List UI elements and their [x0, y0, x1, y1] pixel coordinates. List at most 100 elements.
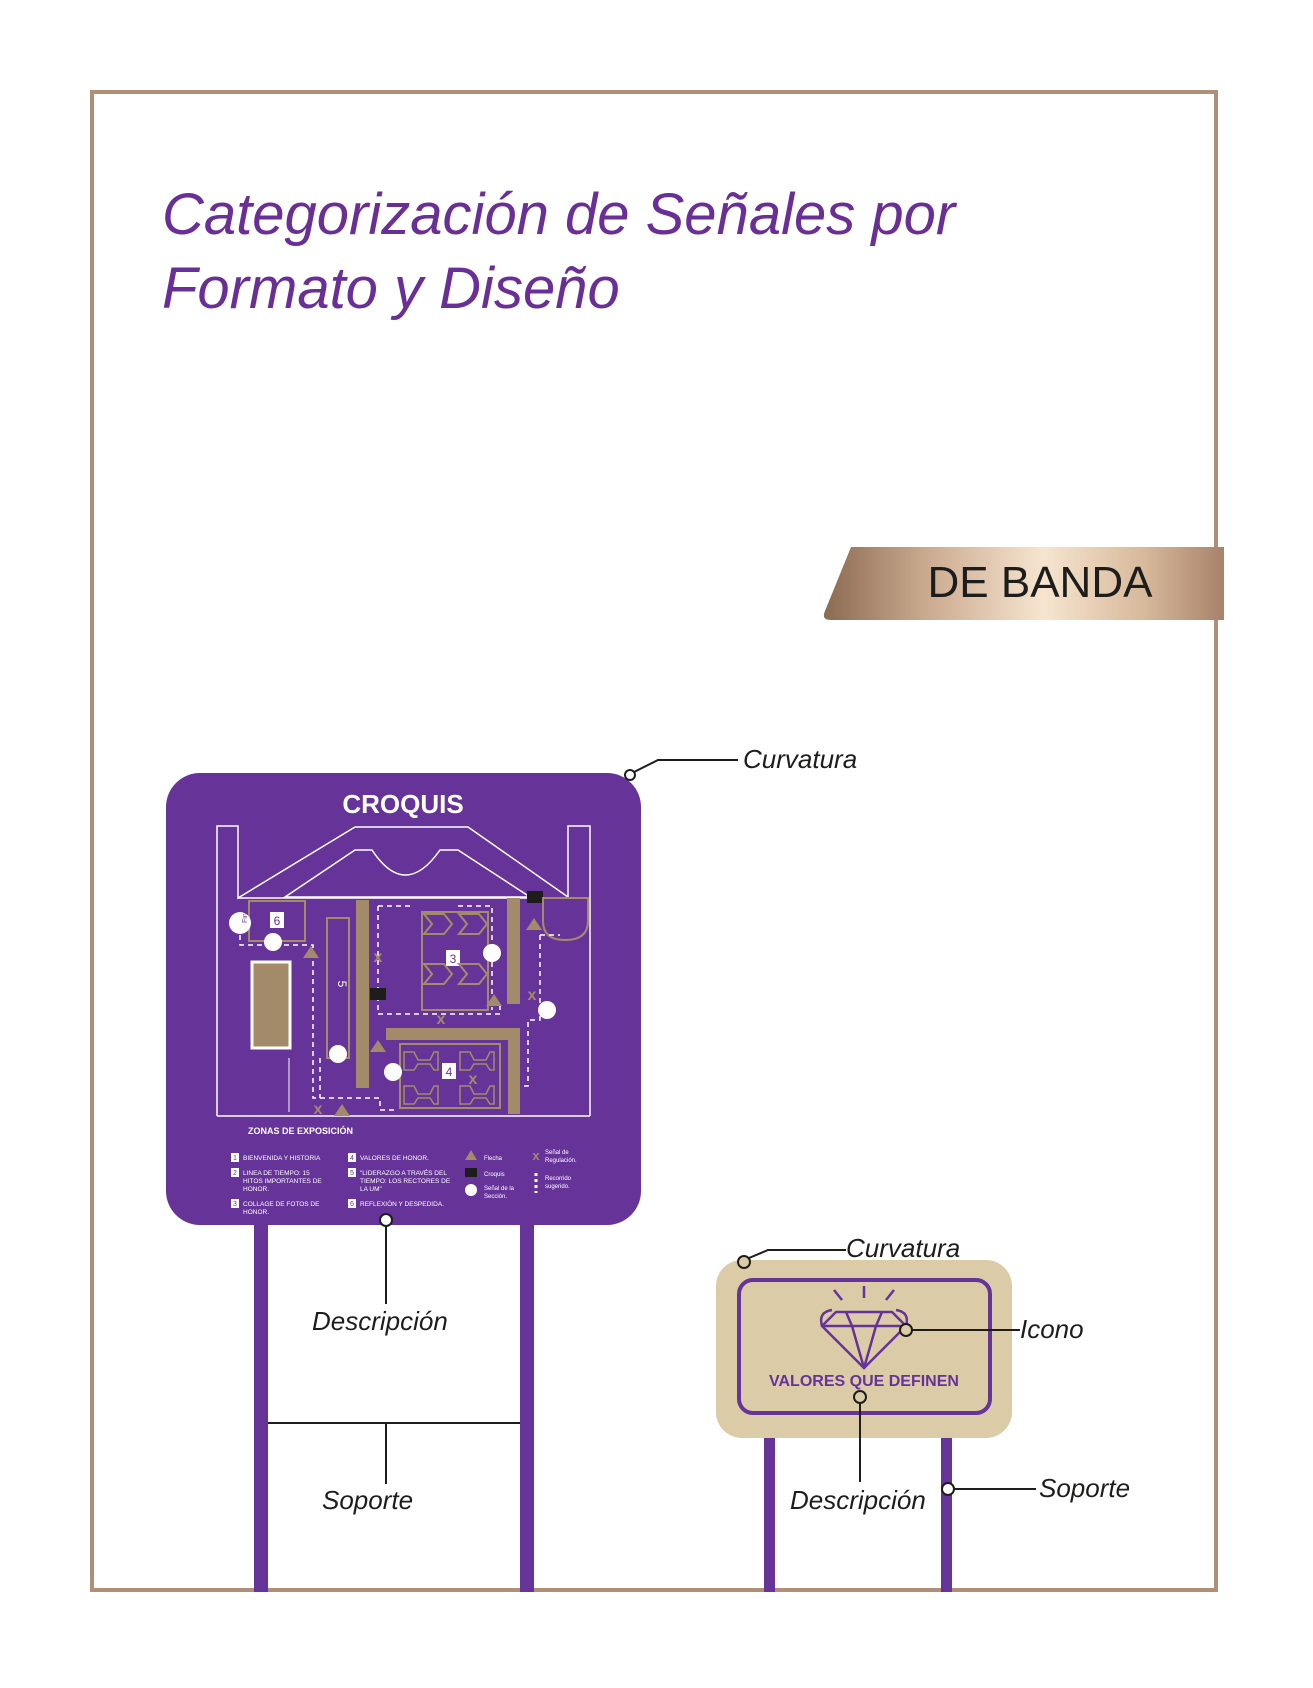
zone-5-badge: [348, 1168, 356, 1177]
legend-section-label-2: Sección.: [484, 1194, 507, 1200]
section-marker-6: [264, 933, 282, 951]
small-sign-post-left: [764, 1432, 775, 1592]
zone-2-line3: HONOR.: [243, 1186, 269, 1193]
legend-section-label-1: Señal de la: [484, 1186, 515, 1192]
zone-4-number-box: [442, 1063, 456, 1079]
small-sign-text: VALORES QUE DEFINEN: [769, 1373, 959, 1390]
legend-regulation-icon: x: [532, 1148, 540, 1163]
sparkle-ray-right: [885, 1289, 895, 1301]
zones-list: 1 BIENVENIDA Y HISTORIA 2 LINEA DE TIEMP…: [231, 1153, 451, 1216]
page-frame: [90, 90, 1218, 1592]
label-big-support: Soporte: [322, 1485, 414, 1515]
small-sign-post-right: [941, 1432, 952, 1592]
zone-3-badge: [231, 1199, 239, 1208]
legend-section-icon: [465, 1184, 477, 1196]
legend-arrow-label: Flecha: [484, 1156, 503, 1162]
croquis-marker-top: [527, 891, 543, 903]
zone-4-bench-4: [459, 1085, 495, 1105]
zone-3-number-box: [446, 950, 460, 966]
map-legend: Flecha Croquis Señal de la Sección. x Se…: [465, 1148, 577, 1200]
arrow-marker-2: [370, 1040, 386, 1052]
label-small-curvature: Curvatura: [846, 1233, 961, 1263]
section-marker-right: [538, 1001, 556, 1019]
section-marker-4: [384, 1063, 402, 1081]
small-sign-inner-frame: [737, 1278, 992, 1415]
diamond-facets: [822, 1311, 906, 1370]
callout-line-small-curvature: [748, 1249, 846, 1259]
zone-3-line2: HONOR.: [243, 1209, 269, 1216]
croquis-marker-center: [370, 988, 386, 1000]
floor-plan-walls: [216, 825, 591, 1116]
legend-arrow-icon: [465, 1150, 477, 1160]
zone-6-number-box: [270, 912, 284, 928]
arrow-marker-4: [486, 994, 502, 1006]
large-sign-post-right: [520, 1220, 534, 1592]
sparkle-ray-left: [833, 1289, 843, 1301]
final-marker: [229, 912, 251, 934]
zone-4-bench-2: [459, 1051, 495, 1071]
zone-3-line1: COLLAGE DE FOTOS DE: [243, 1201, 320, 1208]
legend-regulation-label-2: Regulación.: [545, 1158, 577, 1164]
zone-3-chevron-3: [421, 963, 454, 985]
zone-4-number: 4: [446, 1065, 453, 1079]
zone-2-line1: LINEA DE TIEMPO: 15: [243, 1170, 310, 1177]
zone-5-num: 5: [350, 1170, 354, 1177]
label-big-curvature: Curvatura: [743, 744, 858, 774]
callout-dot-description: [379, 1213, 393, 1227]
zone-4-wall-right: [508, 1028, 520, 1114]
legend-croquis-icon: [465, 1168, 477, 1177]
zone-4-badge: [348, 1153, 356, 1162]
callout-dot-small-curvature: [737, 1255, 751, 1269]
callout-dot-small-description: [853, 1390, 867, 1404]
stage-block: [250, 960, 292, 1050]
callout-dot-small-support: [941, 1482, 955, 1496]
zone-2-badge: [231, 1168, 239, 1177]
regulation-marker-1: x: [374, 949, 383, 966]
zone-3-number: 3: [450, 952, 457, 966]
zone-6-line1: REFLEXIÓN Y DESPEDIDA.: [360, 1199, 444, 1208]
zone-4-line1: VALORES DE HONOR.: [360, 1155, 429, 1162]
label-small-icon: Icono: [1020, 1314, 1084, 1344]
large-sign-post-left: [254, 1220, 268, 1592]
arrow-marker-3: [334, 1104, 350, 1116]
banner-label: DE BANDA: [927, 558, 1153, 607]
zone-4-bench-1: [403, 1051, 439, 1071]
zone-5-line2: TIEMPO: LOS RECTORES DE: [360, 1178, 451, 1185]
callout-dot-curvature: [624, 769, 636, 781]
zone-3-chevron-2: [456, 913, 489, 935]
zone-1-line1: BIENVENIDA Y HISTORIA: [243, 1155, 321, 1162]
zone-3-chevron-4: [456, 963, 489, 985]
legend-regulation-label-1: Señal de: [545, 1150, 569, 1156]
banner-ribbon: [823, 547, 1224, 620]
zone-6-number: 6: [274, 914, 281, 928]
zone-3-chevron-1: [421, 913, 454, 935]
suggested-route-2: [319, 905, 493, 1098]
zone-4-bench-3: [403, 1085, 439, 1105]
legend-route-label-2: sugerido.: [545, 1184, 570, 1190]
zone-3-num: 3: [233, 1201, 237, 1208]
floor-plan-curved-wall: [282, 849, 533, 898]
zone-2-num: 2: [233, 1170, 237, 1177]
central-wall-right: [507, 898, 520, 1004]
regulation-marker-4: x: [314, 1101, 323, 1118]
regulation-marker-5: x: [469, 1071, 478, 1088]
zone-4-num: 4: [350, 1155, 354, 1162]
regulation-marker-2: x: [437, 1011, 446, 1028]
diamond-outline: [820, 1310, 908, 1370]
page-title: Categorización de Señales por Formato y …: [162, 178, 1062, 326]
diamond-hand-left: [819, 1308, 833, 1327]
legend-croquis-label: Croquis: [484, 1172, 505, 1178]
label-small-description: Descripción: [790, 1485, 926, 1515]
callout-dot-icon: [899, 1323, 913, 1337]
legend-route-label-1: Recorrido: [545, 1176, 572, 1182]
callout-line-curvature: [633, 759, 738, 773]
arrow-marker-5: [526, 918, 542, 930]
zone-1-num: 1: [233, 1155, 237, 1162]
zone-1-badge: [231, 1153, 239, 1162]
zone-5-line3: LA UM": [360, 1186, 383, 1193]
page-title-line-2: Formato y Diseño: [162, 256, 620, 321]
zone-2-line2: HITOS IMPORTANTES DE: [243, 1178, 322, 1185]
central-wall-left: [356, 900, 369, 1088]
zones-heading: ZONAS DE EXPOSICIÓN: [248, 1125, 353, 1136]
